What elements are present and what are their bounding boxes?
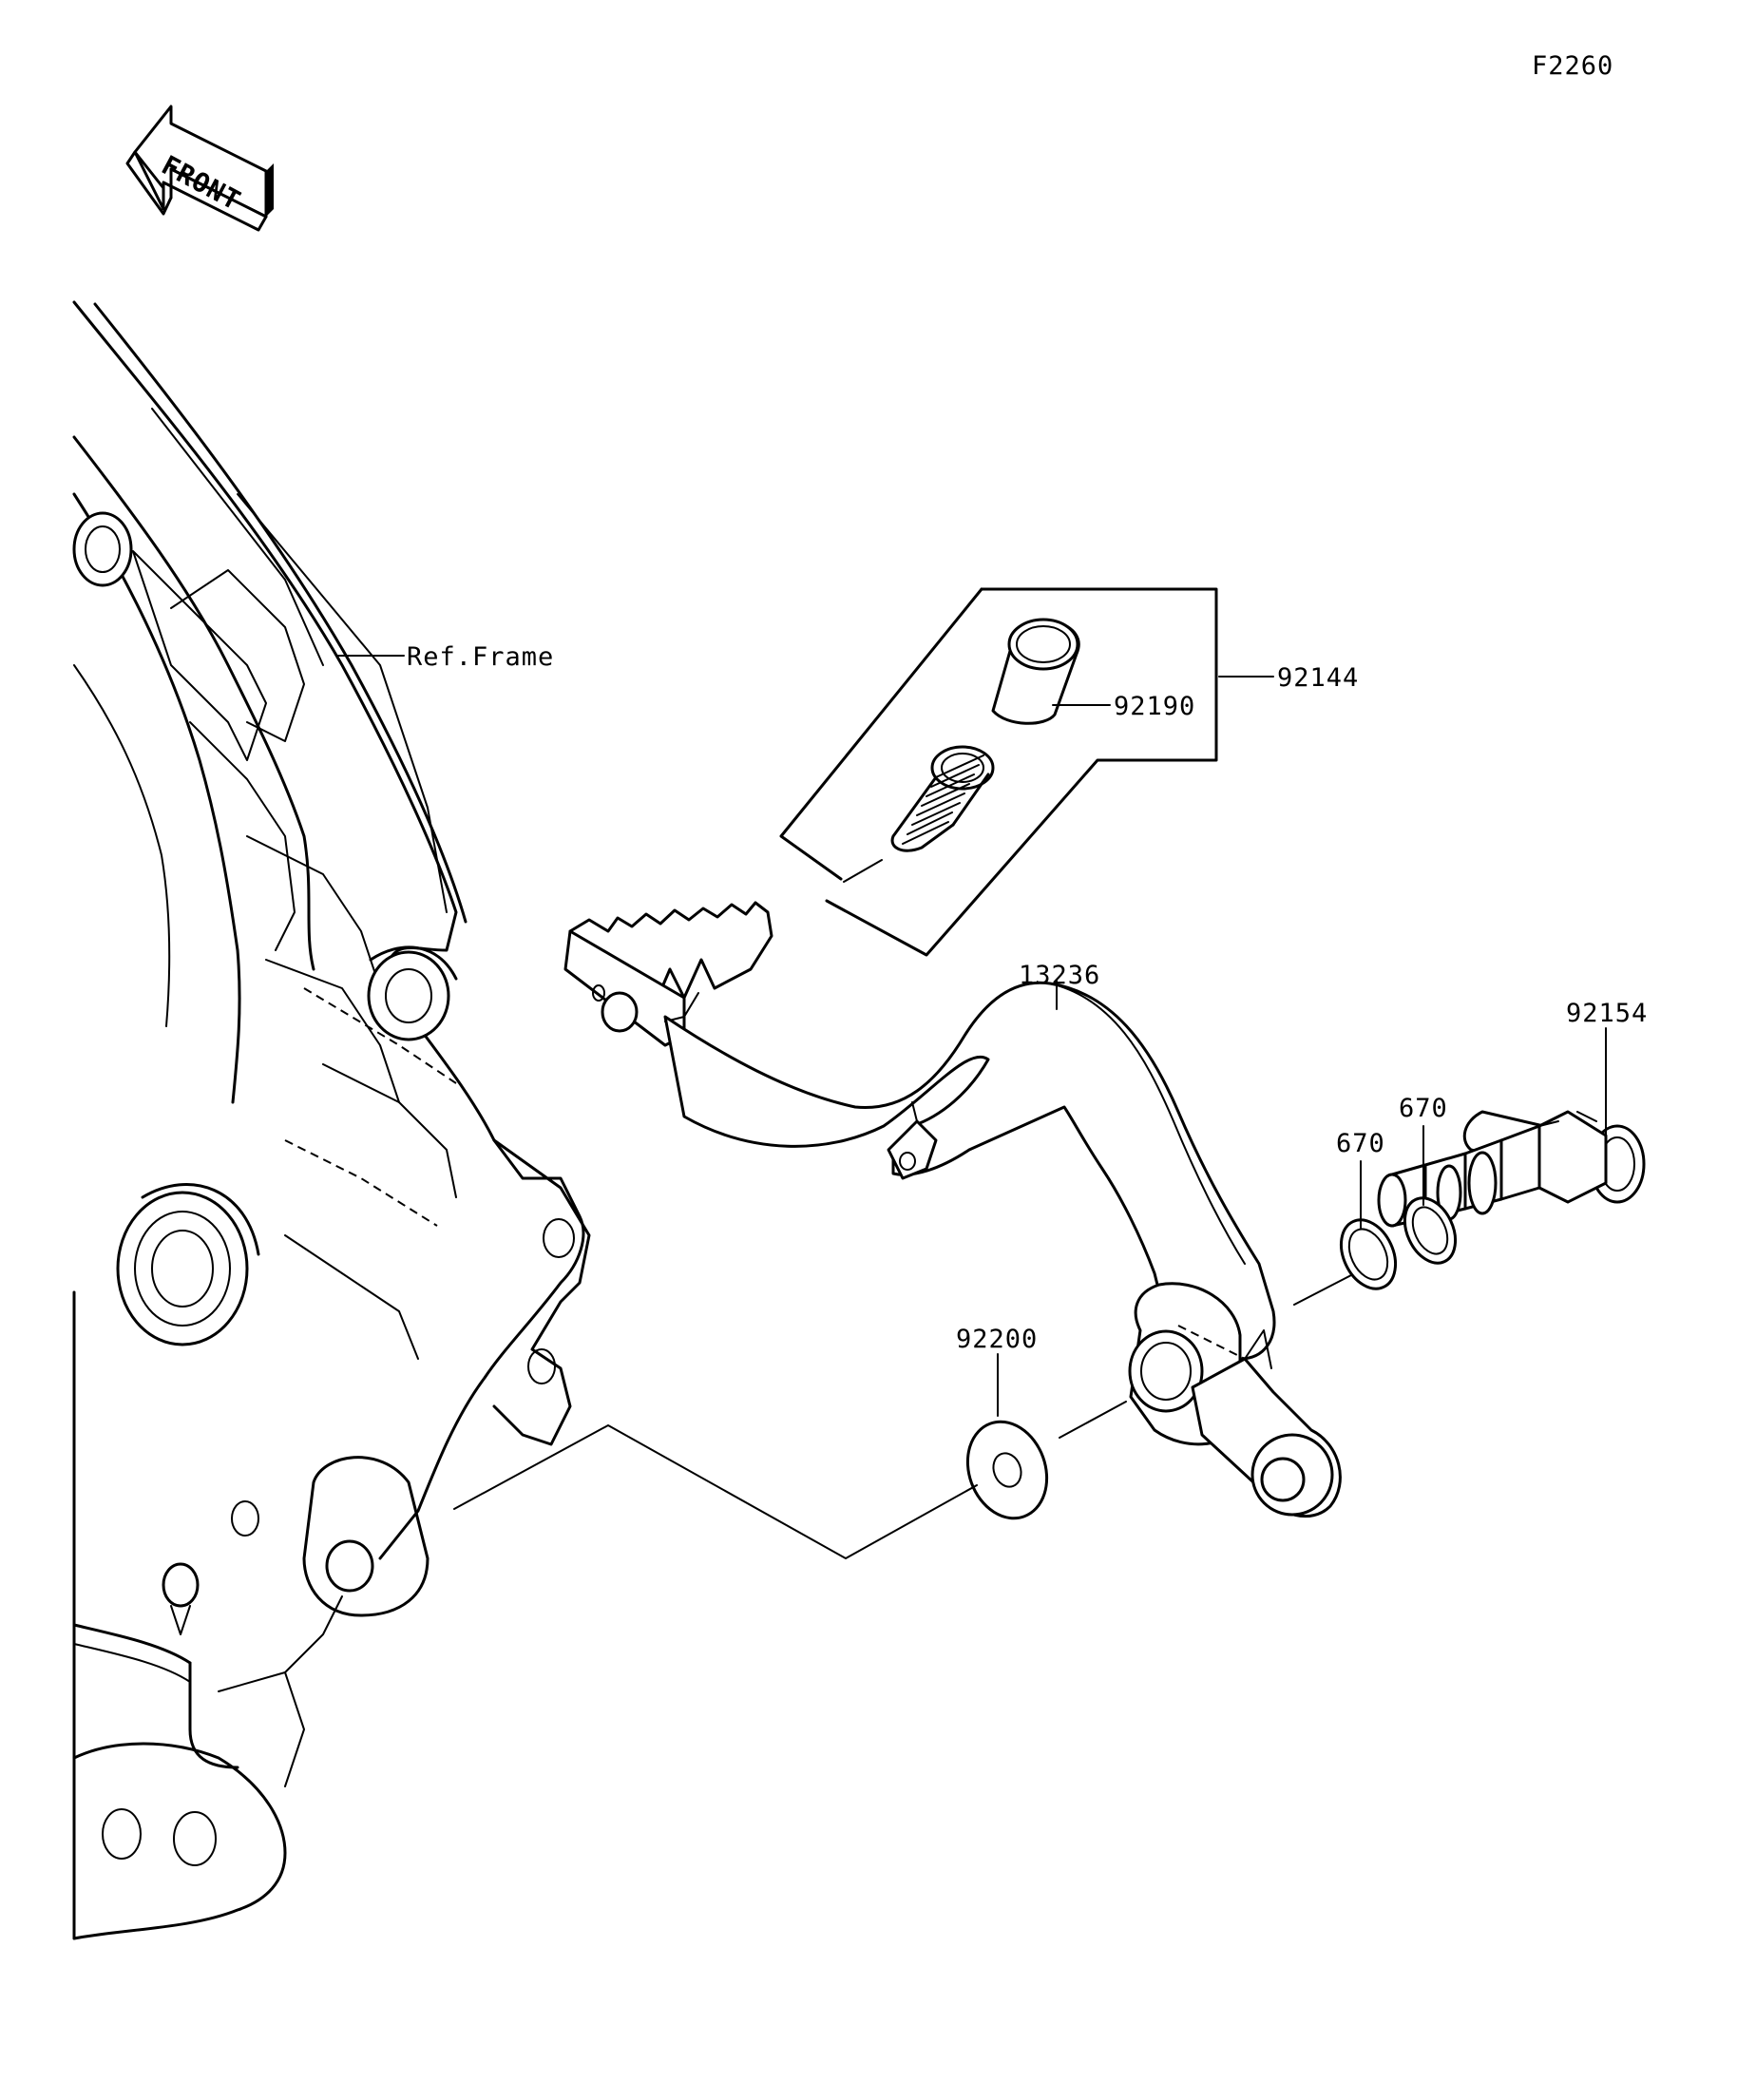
front-arrow-icon: FRONT	[125, 105, 274, 232]
part-label-670-b: 670	[1399, 1094, 1448, 1123]
o-ring-part-2	[1403, 1196, 1458, 1265]
axis-line-washer	[453, 1424, 978, 1559]
frame-drawing	[72, 300, 591, 1940]
brake-pedal-part	[563, 901, 1342, 1518]
diagram-code: F2260	[1532, 51, 1613, 81]
part-label-92200: 92200	[956, 1325, 1038, 1354]
part-label-13236: 13236	[1019, 961, 1100, 990]
kit-bracket	[825, 587, 1218, 957]
part-label-92190: 92190	[1114, 692, 1195, 721]
bushing-part	[991, 618, 1080, 725]
part-label-92144: 92144	[1277, 663, 1359, 693]
part-label-92154: 92154	[1566, 999, 1648, 1028]
axis-line-pivot	[1059, 1401, 1127, 1439]
spring-leader	[843, 859, 883, 883]
ref-frame-label: Ref.Frame	[407, 642, 554, 672]
axis-line-orings	[1293, 1274, 1352, 1306]
washer-part	[965, 1420, 1049, 1520]
o-ring-part-1	[1339, 1218, 1398, 1290]
spring-part	[890, 745, 995, 852]
pivot-bolt-part	[1377, 1110, 1646, 1228]
part-label-670-a: 670	[1336, 1129, 1385, 1158]
kit-bracket-left	[779, 587, 983, 881]
